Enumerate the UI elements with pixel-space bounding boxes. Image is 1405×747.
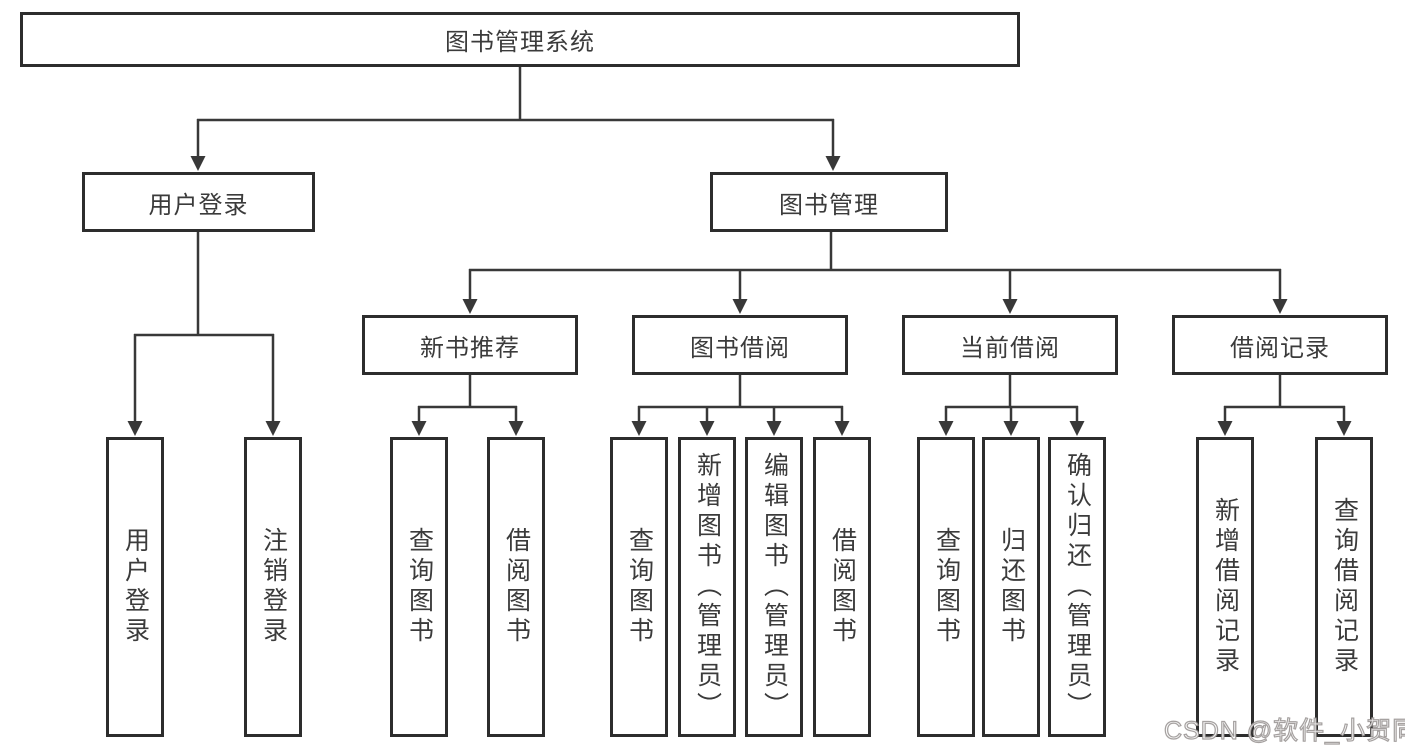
node-user-login: 用户登录 [82, 172, 315, 232]
leaf-edit-book-admin: 编辑图书（管理员） [745, 437, 803, 737]
node-new-book-recommend: 新书推荐 [362, 315, 578, 375]
leaf-query-borrow-record: 查询借阅记录 [1315, 437, 1373, 737]
leaf-add-borrow-record: 新增借阅记录 [1196, 437, 1254, 737]
csdn-watermark: CSDN @软件_小贺同学 [1163, 716, 1405, 745]
leaf-borrow-books: 借阅图书 [813, 437, 871, 737]
node-current-borrow: 当前借阅 [902, 315, 1118, 375]
leaf-query-books-borrow: 查询图书 [610, 437, 668, 737]
node-root-system: 图书管理系统 [20, 12, 1020, 67]
leaf-query-books-recommend: 查询图书 [390, 437, 448, 737]
leaf-confirm-return-admin: 确认归还（管理员） [1048, 437, 1106, 737]
leaf-return-book: 归还图书 [982, 437, 1040, 737]
leaf-borrow-books-recommend: 借阅图书 [487, 437, 545, 737]
leaf-logout: 注销登录 [244, 437, 302, 737]
leaf-user-login: 用户登录 [106, 437, 164, 737]
leaf-add-book-admin: 新增图书（管理员） [678, 437, 736, 737]
node-book-borrow: 图书借阅 [632, 315, 848, 375]
node-borrow-records: 借阅记录 [1172, 315, 1388, 375]
leaf-query-books-current: 查询图书 [917, 437, 975, 737]
node-book-management: 图书管理 [710, 172, 948, 232]
